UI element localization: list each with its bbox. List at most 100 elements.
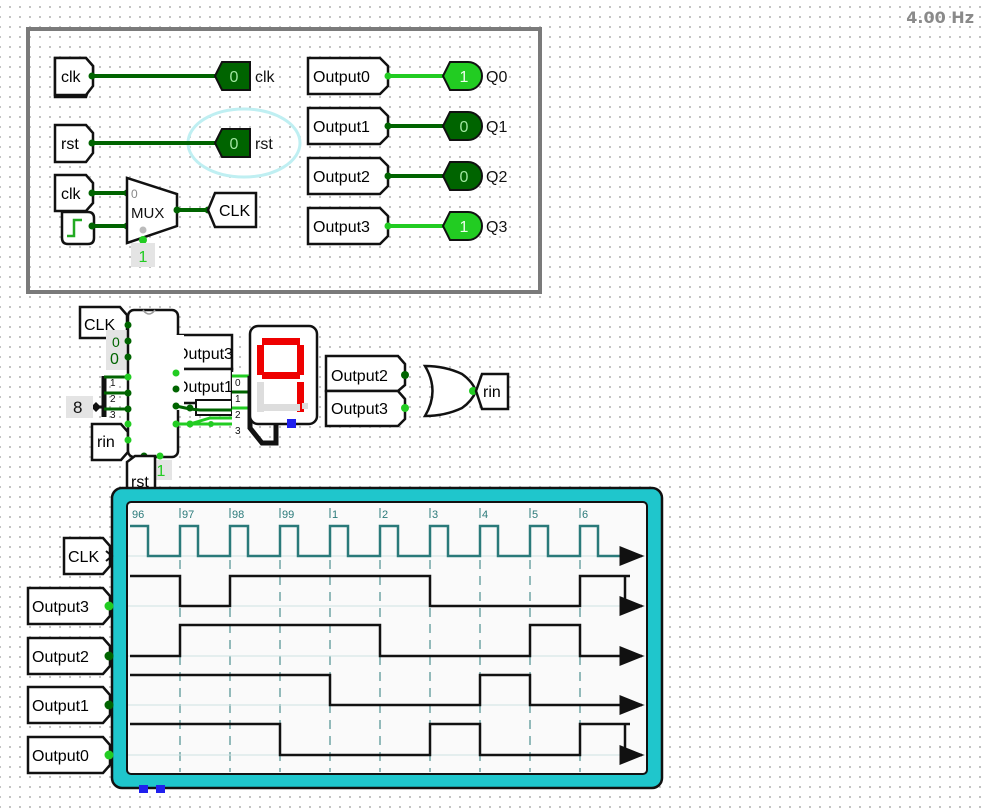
mux-clk-label: clk (61, 186, 82, 203)
tick-label: 98 (232, 509, 244, 521)
chronogram-input-output2[interactable]: Output2 (26, 636, 112, 676)
probe-value: 0 (460, 169, 469, 186)
clk-tunnel-label: CLK (219, 203, 250, 220)
rst-probe[interactable]: 0 (213, 128, 251, 158)
trace-output2 (130, 623, 645, 666)
or-input-1-label: Output3 (331, 401, 388, 418)
mux-select-constant[interactable] (131, 243, 155, 267)
trace-output0 (130, 722, 645, 765)
tick-label: 1 (332, 509, 338, 521)
probe-label: Q1 (486, 119, 507, 136)
chronogram-signal-label: Output1 (32, 698, 89, 715)
chronogram-input-clk[interactable]: CLK (62, 536, 112, 576)
mux-label: MUX (131, 205, 164, 222)
segment-f (257, 345, 264, 375)
or-input-output3-tunnel[interactable]: Output3 (324, 389, 407, 428)
segment-a (262, 338, 300, 345)
trace-output3 (130, 574, 645, 616)
segment-d (262, 404, 300, 411)
multiplexer[interactable]: 0 MUX (125, 176, 179, 245)
svg-text:2: 2 (235, 410, 241, 421)
output-probe-q3[interactable]: 1 (441, 211, 483, 241)
output-probe-q2[interactable]: 0 (441, 161, 483, 191)
subcircuit-box[interactable] (26, 27, 542, 294)
chronogram-signal-label: Output2 (32, 649, 89, 666)
seven-segment-digit (257, 338, 304, 412)
probe-value: 1 (460, 219, 469, 236)
tick-label: 97 (182, 509, 194, 521)
or-gate[interactable] (422, 364, 478, 418)
clk-probe-label: clk (255, 69, 276, 86)
clk-input-pin[interactable]: clk (53, 56, 95, 99)
output-probe-q1[interactable]: 0 (441, 111, 483, 141)
mux-clk-input-pin[interactable]: clk (53, 173, 95, 213)
sr-load-constant-0: 0 (112, 334, 120, 350)
rin-output-tunnel[interactable]: rin (474, 372, 510, 411)
svg-text:3: 3 (110, 410, 116, 421)
clock-source[interactable] (60, 210, 96, 246)
output-tunnel-label: Output2 (313, 169, 370, 186)
rin-tunnel-sr[interactable]: rin (90, 422, 130, 462)
width-constant: 8 (73, 398, 82, 417)
rin-tunnel-label: rin (483, 384, 501, 401)
chronogram-input-output0[interactable]: Output0 (26, 735, 112, 775)
tick-label: 4 (482, 509, 488, 521)
chronogram-signal-label: Output0 (32, 748, 89, 765)
chronogram-signal-label: Output3 (32, 599, 89, 616)
output-tunnel-output2[interactable]: Output2 (306, 156, 390, 196)
tick-label: 2 (382, 509, 388, 521)
sr-rin-label: rin (97, 434, 115, 451)
rst-input-label: rst (61, 136, 79, 153)
mux-select-value: 1 (139, 249, 148, 266)
probe-label: Q3 (486, 219, 507, 236)
trace-output1 (130, 673, 645, 715)
tick-label: 5 (532, 509, 538, 521)
segment-c (297, 382, 304, 412)
svg-text:2: 2 (110, 394, 116, 405)
seven-segment-display[interactable] (248, 324, 319, 426)
segment-e (257, 382, 264, 412)
tick-label: 96 (132, 509, 144, 521)
tick-frequency-label: 4.00 Hz (906, 8, 974, 27)
sr-output1-label: Output1 (176, 379, 233, 396)
segment-g (262, 372, 300, 379)
chronogram-input-output1[interactable]: Output1 (26, 685, 112, 725)
tick-label: 99 (282, 509, 294, 521)
display-port (287, 419, 296, 428)
probe-label: Q0 (486, 69, 507, 86)
tick-label: 3 (432, 509, 438, 521)
mux-input0-label: 0 (131, 187, 138, 201)
output-tunnel-output0[interactable]: Output0 (306, 56, 390, 96)
rst-probe-value: 0 (230, 136, 239, 153)
probe-value: 0 (460, 119, 469, 136)
output-tunnel-label: Output3 (313, 219, 370, 236)
trace-clk (130, 524, 645, 566)
tick-label: 6 (582, 509, 588, 521)
output-tunnel-label: Output0 (313, 69, 370, 86)
sr-output1-tunnel[interactable]: Output1 (176, 367, 234, 405)
svg-text:1: 1 (235, 394, 241, 405)
sr-clk-label: CLK (84, 317, 115, 334)
or-input-0-label: Output2 (331, 368, 388, 385)
probe-value: 1 (460, 69, 469, 86)
or-input-output2-tunnel[interactable]: Output2 (324, 354, 407, 393)
chronogram-input-output3[interactable]: Output3 (26, 586, 112, 626)
rst-probe-label: rst (255, 136, 273, 153)
output-tunnel-output1[interactable]: Output1 (306, 106, 390, 146)
output-tunnel-label: Output1 (313, 119, 370, 136)
clk-output-tunnel[interactable]: CLK (206, 191, 258, 229)
shift-register[interactable] (126, 308, 180, 459)
sr-output3-tunnel[interactable]: Output3 (176, 333, 234, 371)
clk-probe-value: 0 (230, 69, 239, 86)
clk-input-label: clk (61, 69, 82, 86)
rst-input-pin[interactable]: rst (53, 123, 95, 164)
sr-output0-tunnel (195, 399, 233, 416)
probe-label: Q2 (486, 169, 507, 186)
clk-probe[interactable]: 0 (213, 61, 251, 91)
chronogram[interactable] (110, 486, 664, 790)
output-tunnel-output3[interactable]: Output3 (306, 206, 390, 246)
output-probe-q0[interactable]: 1 (441, 61, 483, 91)
svg-text:0: 0 (235, 378, 241, 389)
clock-icon (67, 218, 82, 238)
